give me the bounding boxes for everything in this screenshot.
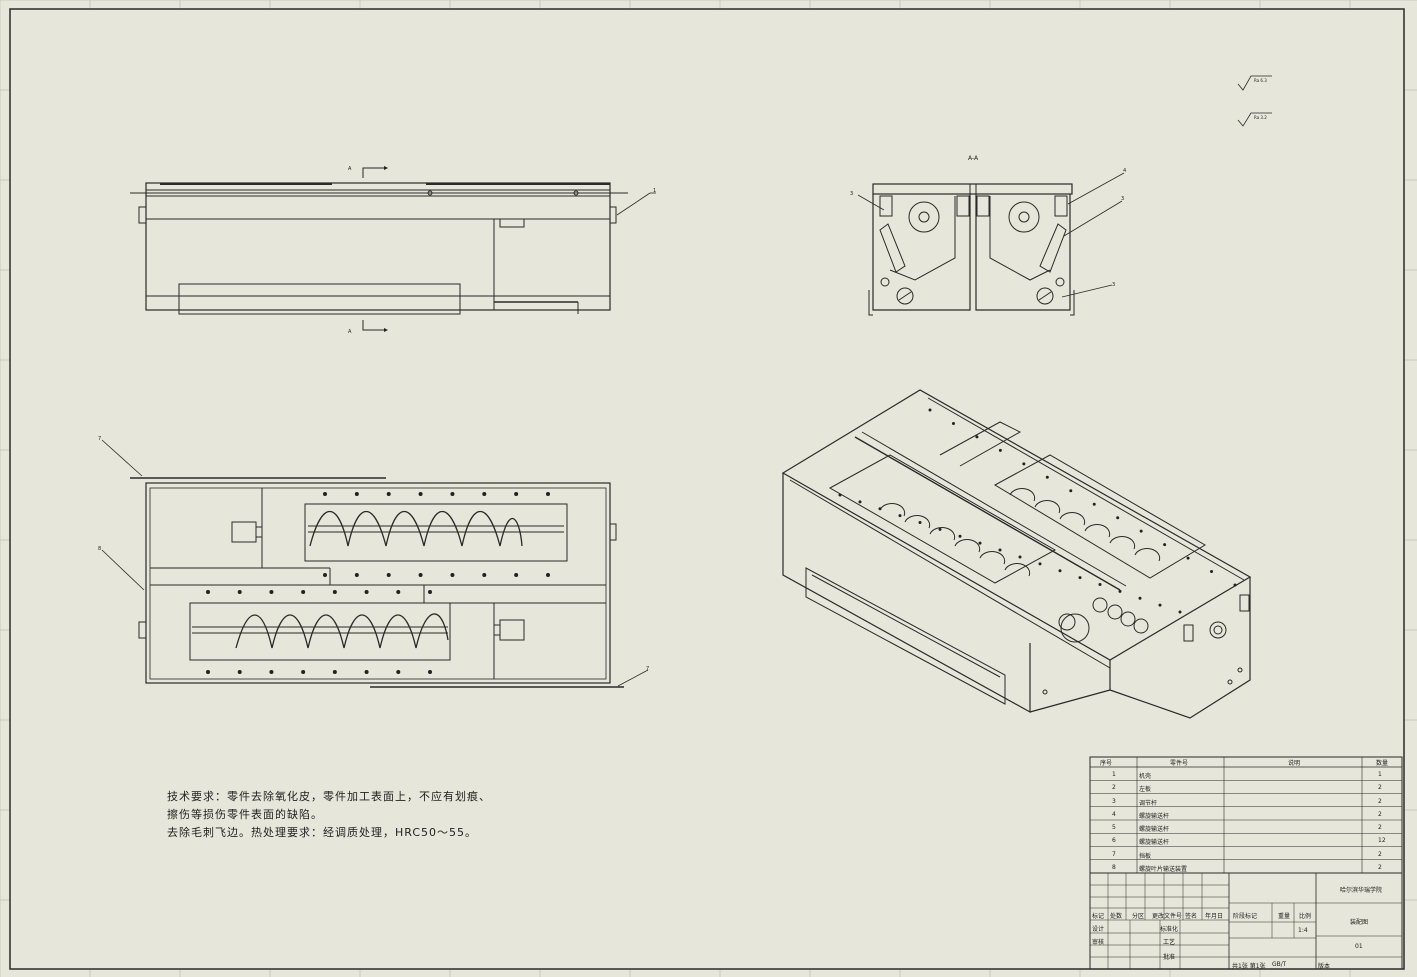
tb-role-process: 工艺: [1163, 939, 1176, 946]
bom-header-no: 序号: [1100, 760, 1113, 767]
mounting-holes: [206, 492, 550, 674]
bom-cell-no: 2: [1112, 784, 1116, 792]
roughness-1: Ra 6.3: [1254, 78, 1267, 83]
tb-role-design: 设计: [1092, 926, 1105, 933]
balloon-plan-7a: 7: [98, 436, 101, 442]
tb-drawing-no: 01: [1355, 943, 1363, 950]
bom-cell-no: 1: [1112, 771, 1116, 778]
bom-cell-part: 挡板: [1139, 852, 1152, 860]
plan-view: 7 8 7: [98, 436, 649, 688]
balloon-section-3c: 3: [850, 191, 853, 197]
tech-line-3: 去除毛刺飞边。热处理要求：经调质处理，HRC50～55。: [167, 826, 478, 839]
bom-header-desc: 说明: [1288, 760, 1301, 767]
bom-cell-part: 螺旋叶片输送装置: [1139, 865, 1188, 873]
tb-weight: 重量: [1278, 913, 1291, 920]
section-view-title: A-A: [968, 155, 979, 162]
bom-cell-qty: 2: [1378, 863, 1382, 871]
bom-cell-qty: 2: [1378, 810, 1382, 818]
bom-cell-no: 6: [1112, 837, 1116, 845]
section-view: A-A: [850, 155, 1126, 316]
roughness-2: Ra 3.2: [1254, 115, 1267, 120]
bom-header-qty: 数量: [1376, 760, 1389, 767]
bom-table: [1089, 756, 1403, 874]
bom-header-part: 零件号: [1170, 760, 1189, 767]
technical-requirements: 技术要求：零件去除氧化皮，零件加工表面上，不应有划痕、 擦伤等损伤零件表面的缺陷…: [167, 788, 527, 842]
balloon-section-3b: 3: [1112, 282, 1115, 288]
bom-cell-qty: 2: [1378, 784, 1382, 792]
tb-standard: GB/T: [1272, 961, 1287, 968]
section-arrow-label-top: A: [348, 166, 352, 172]
top-view: A A 1: [130, 166, 656, 335]
balloon-plan-8: 8: [98, 546, 101, 552]
tb-version: 版本: [1318, 963, 1331, 970]
tb-role-approve: 批准: [1163, 954, 1176, 961]
tb-stage-mark: 阶段标记: [1233, 913, 1258, 920]
tb-company: 哈尔滨华瑞学院: [1340, 887, 1383, 894]
bom-cell-qty: 12: [1378, 837, 1386, 845]
tb-signature: 签名: [1185, 913, 1198, 920]
balloon-section-3a: 3: [1121, 196, 1124, 202]
title-block: [1089, 872, 1403, 970]
isometric-view: [781, 389, 1252, 719]
tb-count: 处数: [1110, 913, 1123, 920]
tb-scale-value: 1:4: [1298, 927, 1308, 934]
bom-cell-qty: 2: [1378, 850, 1382, 858]
balloon-top-1: 1: [653, 188, 656, 194]
bom-cell-no: 4: [1112, 810, 1116, 818]
tb-role-standard: 标准化: [1160, 926, 1179, 933]
bom-cell-no: 7: [1112, 850, 1116, 858]
tb-sheet: 共1张 第1张: [1232, 963, 1266, 970]
roughness-symbols: Ra 6.3 Ra 3.2: [1237, 75, 1272, 127]
tech-line-2: 擦伤等损伤零件表面的缺陷。: [167, 808, 323, 821]
bom-cell-no: 3: [1112, 797, 1116, 805]
bom-cell-part: 螺旋输送杆: [1139, 812, 1170, 820]
bom-cell-qty: 2: [1378, 824, 1382, 831]
bom-cell-part: 调节杆: [1139, 799, 1158, 807]
drawing-frame: [9, 8, 1405, 970]
section-arrow-label-bottom: A: [348, 329, 352, 335]
tb-mark: 标记: [1092, 913, 1105, 920]
bom-cell-part: 螺旋输送杆: [1139, 839, 1170, 847]
bom-cell-qty: 1: [1378, 771, 1382, 778]
bom-cell-qty: 2: [1378, 797, 1382, 805]
bom-cell-part: 机壳: [1139, 773, 1152, 780]
bom-cell-no: 8: [1112, 863, 1116, 871]
balloon-plan-7b: 7: [646, 666, 649, 672]
balloon-section-4: 4: [1123, 168, 1126, 174]
bom-cell-part: 螺旋输送杆: [1139, 826, 1170, 833]
bom-cell-part: 左板: [1139, 786, 1152, 794]
tb-drawing-name: 装配图: [1350, 919, 1369, 926]
tb-date: 年月日: [1205, 913, 1224, 920]
bom-cell-no: 5: [1112, 824, 1116, 831]
tb-scale-label: 比例: [1299, 913, 1312, 920]
tech-line-1: 技术要求：零件去除氧化皮，零件加工表面上，不应有划痕、: [167, 790, 491, 803]
tb-zone: 分区: [1132, 913, 1145, 920]
tb-change-doc: 更改文件号: [1152, 913, 1183, 920]
tb-role-review: 审核: [1092, 939, 1105, 946]
